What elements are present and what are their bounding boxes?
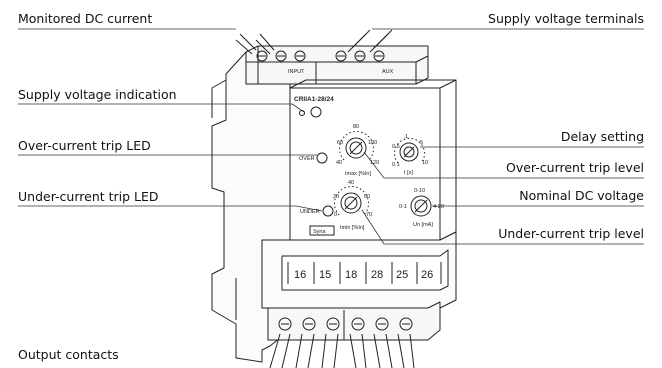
imin-dial xyxy=(334,186,369,216)
imax-tick: 120 xyxy=(370,160,379,166)
t-tick: 1 xyxy=(405,134,408,140)
bottom-terminal-block xyxy=(267,301,441,341)
t-label: t [s] xyxy=(404,170,413,176)
callout-nominal-dc-voltage: Nominal DC voltage xyxy=(519,188,644,203)
terminal-number: 18 xyxy=(345,269,357,281)
imin-tick: 40 xyxy=(348,180,354,186)
bottom-wires xyxy=(269,333,415,368)
top-screw-6 xyxy=(373,50,385,62)
callout-over-current-trip-level: Over-current trip level xyxy=(506,160,644,175)
over-label: OVER xyxy=(299,156,315,162)
imax-tick: 60 xyxy=(337,140,343,146)
under-current-led xyxy=(322,205,334,217)
imax-dial xyxy=(339,131,374,161)
leader-lines xyxy=(18,28,644,245)
imin-tick: 60 xyxy=(364,194,370,200)
terminal-number: 15 xyxy=(319,269,331,281)
imin-tick: 0 xyxy=(334,212,337,218)
imax-tick: 80 xyxy=(353,124,359,130)
callout-over-current-trip-led: Over-current trip LED xyxy=(18,138,151,153)
t-tick: 0.5 xyxy=(392,144,400,150)
top-screw-4 xyxy=(335,50,347,62)
callout-output-contacts: Output contacts xyxy=(18,347,119,362)
aux-label: AUX xyxy=(382,69,394,75)
brand-plate xyxy=(309,225,335,236)
t-tick: 5 xyxy=(420,140,423,146)
un-tick: 4-20 xyxy=(433,204,444,210)
un-label: Un [mA] xyxy=(413,222,433,228)
callout-delay-setting: Delay setting xyxy=(560,129,644,144)
output-terminal-labels: 16 15 18 28 25 26 xyxy=(287,262,442,284)
brand-label: Syna xyxy=(313,229,326,235)
terminal-number: 26 xyxy=(421,269,433,281)
imax-scale: 40 60 80 100 120 xyxy=(336,124,379,166)
terminal-number: 16 xyxy=(294,269,306,281)
over-current-led xyxy=(316,152,328,164)
un-dial xyxy=(410,195,432,217)
under-label: UNDER xyxy=(300,209,320,215)
callout-under-current-trip-led: Under-current trip LED xyxy=(18,189,159,204)
bottom-screw-3 xyxy=(326,317,340,331)
imin-tick: 20 xyxy=(333,194,339,200)
imax-tick: 100 xyxy=(368,140,377,146)
imin-label: Imin [%In] xyxy=(340,225,365,231)
un-scale: 0-10 0-1 4-20 xyxy=(399,188,444,210)
terminal-number: 28 xyxy=(371,269,383,281)
top-screw-5 xyxy=(354,50,366,62)
callout-supply-voltage-indication: Supply voltage indication xyxy=(18,87,177,102)
top-screw-2 xyxy=(275,50,287,62)
output-label-strip xyxy=(281,249,449,291)
bottom-screw-1 xyxy=(278,317,292,331)
imax-tick: 40 xyxy=(336,160,342,166)
model-label: CRIIA1-28/24 xyxy=(294,96,334,103)
t-tick: 10 xyxy=(422,160,428,166)
top-wires xyxy=(235,29,393,55)
un-tick: 0-1 xyxy=(399,204,407,210)
supply-led xyxy=(310,106,322,118)
bottom-screw-5 xyxy=(375,317,389,331)
imin-scale: 0 20 40 60 70 xyxy=(333,180,372,218)
t-tick: 0.1 xyxy=(392,162,400,168)
input-label: INPUT xyxy=(288,69,305,75)
t-scale: 0.1 0.5 1 5 10 xyxy=(392,134,428,168)
imax-label: Imax [%In] xyxy=(345,171,371,177)
side-clip xyxy=(211,79,227,118)
top-screw-3 xyxy=(294,50,306,62)
bottom-screw-2 xyxy=(302,317,316,331)
terminal-number: 25 xyxy=(396,269,408,281)
callout-supply-voltage-terminals: Supply voltage terminals xyxy=(488,11,644,26)
bottom-screw-6 xyxy=(399,317,413,331)
callout-monitored-dc-current: Monitored DC current xyxy=(18,11,153,26)
delay-dial xyxy=(394,137,425,164)
top-screw-1 xyxy=(256,50,268,62)
imin-tick: 70 xyxy=(366,212,372,218)
un-tick: 0-10 xyxy=(414,188,425,194)
bottom-screw-4 xyxy=(351,317,365,331)
top-terminal-block xyxy=(245,45,429,85)
callout-under-current-trip-level: Under-current trip level xyxy=(498,226,644,241)
